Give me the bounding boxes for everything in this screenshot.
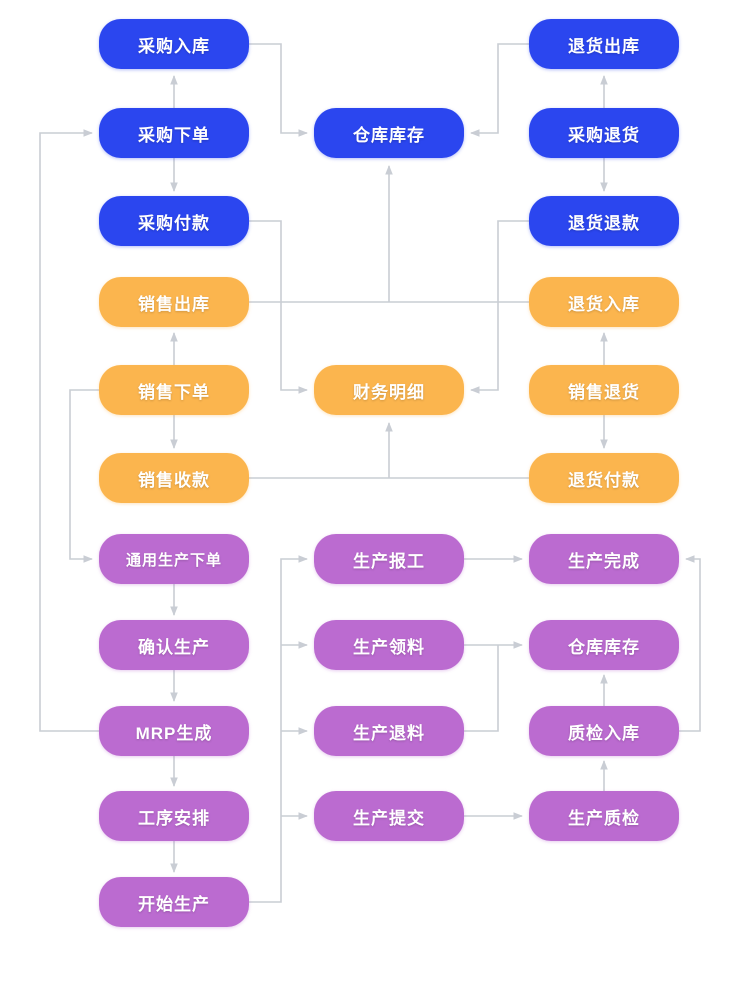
flow-node-n02[interactable]: 退货出库 <box>529 19 679 69</box>
flow-node-n01[interactable]: 采购入库 <box>99 19 249 69</box>
flow-node-n14[interactable]: 退货付款 <box>529 453 679 503</box>
flow-node-n04[interactable]: 仓库库存 <box>314 108 464 158</box>
flow-node-label: 销售收款 <box>138 470 210 490</box>
flow-node-label: 销售下单 <box>138 382 210 402</box>
flow-node-n25[interactable]: 生产提交 <box>314 791 464 841</box>
flow-node-n07[interactable]: 退货退款 <box>529 196 679 246</box>
flow-node-n11[interactable]: 财务明细 <box>314 365 464 415</box>
flow-node-label: 通用生产下单 <box>125 551 222 569</box>
flow-node-label: 生产提交 <box>353 808 425 828</box>
flow-edge-e04: 退货出库→仓库库存 <box>470 43 529 137</box>
flow-node-label: 财务明细 <box>353 382 425 402</box>
flow-node-n10[interactable]: 销售下单 <box>99 365 249 415</box>
flow-node-label: 生产报工 <box>353 551 425 571</box>
flow-node-n03[interactable]: 采购下单 <box>99 108 249 158</box>
flow-node-label: 开始生产 <box>138 894 210 914</box>
flow-node-n06[interactable]: 采购付款 <box>99 196 249 246</box>
flow-node-n18[interactable]: 确认生产 <box>99 620 249 670</box>
flow-node-label: 质检入库 <box>568 723 640 743</box>
flow-edge-e18: MRP生成→采购下单 <box>39 129 99 732</box>
flow-node-label: 生产质检 <box>568 808 640 828</box>
flow-node-n09[interactable]: 退货入库 <box>529 277 679 327</box>
flow-edge-e08: 退货退款→财务明细 <box>470 220 529 394</box>
flow-node-n16[interactable]: 生产报工 <box>314 534 464 584</box>
flow-node-n17[interactable]: 生产完成 <box>529 534 679 584</box>
flow-node-label: 确认生产 <box>138 637 210 657</box>
flow-node-label: 退货退款 <box>568 213 640 233</box>
flow-node-label: 仓库库存 <box>568 637 640 657</box>
flow-node-label: 仓库库存 <box>353 125 425 145</box>
flow-node-label: 采购入库 <box>138 36 210 56</box>
flow-node-n19[interactable]: 生产领料 <box>314 620 464 670</box>
flow-node-label: 退货出库 <box>568 36 640 56</box>
flow-edge-e23: 开始生产→生产报工 <box>249 555 308 903</box>
flow-node-n13[interactable]: 销售收款 <box>99 453 249 503</box>
flow-node-n26[interactable]: 生产质检 <box>529 791 679 841</box>
flow-node-n27[interactable]: 开始生产 <box>99 877 249 927</box>
flow-node-label: 退货入库 <box>568 294 640 314</box>
flow-node-n08[interactable]: 销售出库 <box>99 277 249 327</box>
flow-node-n23[interactable]: 质检入库 <box>529 706 679 756</box>
flow-node-label: 生产领料 <box>353 637 425 657</box>
flow-node-label: 销售出库 <box>138 294 210 314</box>
flow-node-n15[interactable]: 通用生产下单 <box>99 534 249 584</box>
flow-node-n20[interactable]: 仓库库存 <box>529 620 679 670</box>
flow-node-n22[interactable]: 生产退料 <box>314 706 464 756</box>
flow-node-n12[interactable]: 销售退货 <box>529 365 679 415</box>
flow-edge-e03: 采购入库→仓库库存 <box>249 43 308 137</box>
flow-node-label: MRP生成 <box>135 723 213 743</box>
flow-node-n05[interactable]: 采购退货 <box>529 108 679 158</box>
flow-node-label: 工序安排 <box>138 808 210 828</box>
flow-node-label: 采购退货 <box>568 125 640 145</box>
flow-edge-e07: 采购付款→财务明细 <box>249 220 308 394</box>
flow-edge-e17: 销售下单→通用生产下单 <box>69 389 99 563</box>
flow-node-label: 采购下单 <box>138 125 210 145</box>
flow-node-label: 采购付款 <box>138 213 210 233</box>
flow-node-label: 退货付款 <box>568 470 640 490</box>
flow-node-label: 生产退料 <box>353 723 425 743</box>
flow-node-n24[interactable]: 工序安排 <box>99 791 249 841</box>
flow-node-label: 生产完成 <box>568 551 640 571</box>
flow-node-label: 销售退货 <box>568 382 640 402</box>
flow-edge-e29: 生产退料→仓库库存 <box>464 645 499 732</box>
flow-node-n21[interactable]: MRP生成 <box>99 706 249 756</box>
flow-edge-e33: 质检入库→生产完成 <box>679 555 701 732</box>
